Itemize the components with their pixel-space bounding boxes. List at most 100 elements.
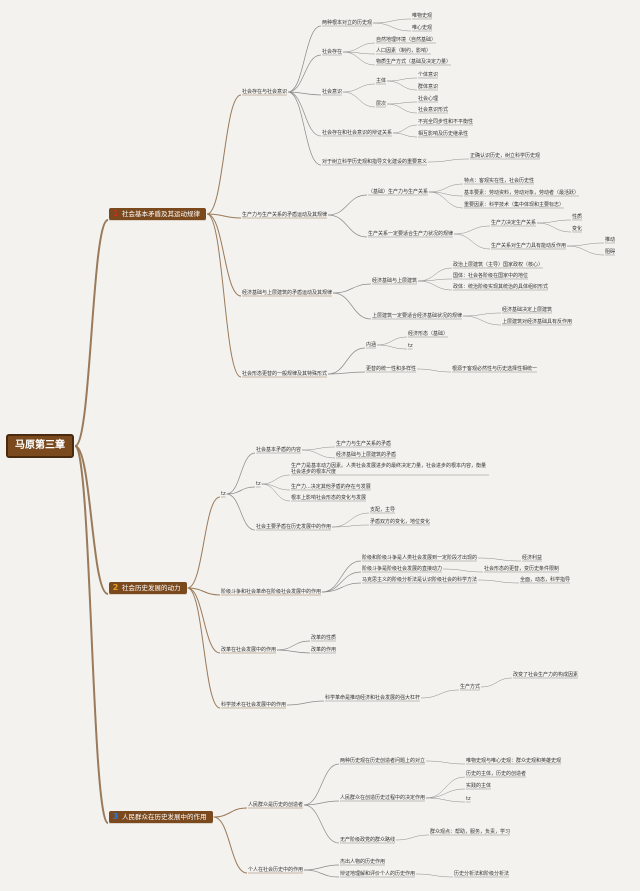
node-t1-b1b[interactable]: 基本要素：劳动资料，劳动对象，劳动者（最活跃） (464, 190, 580, 196)
node-t2-b1a[interactable]: 经济利益 (522, 555, 543, 561)
connector-node-t3-b-node-t3-b1 (304, 864, 340, 871)
connector-node-t2-a-node-t2-a2 (226, 486, 256, 495)
node-t1-c1a[interactable]: 政治上层建筑（主导）国家政权（核心） (453, 262, 544, 268)
connector-node-t1-b2-node-t1-b2b (454, 233, 491, 250)
node-t2-b2[interactable]: 阶级斗争是阶级社会发展的直接动力 (362, 566, 443, 572)
node-t1-c2b[interactable]: 上层建筑对经济基础具有反作用 (502, 319, 573, 325)
node-t2-c[interactable]: 改革在社会发展中的作用 (221, 647, 277, 653)
node-t1-c[interactable]: 经济基础与上层建筑的矛盾运动及其规律 (242, 290, 333, 296)
node-t1-d1b[interactable]: tz (408, 343, 413, 349)
node-t1-b2[interactable]: 生产关系一定要适合生产力状况的规律 (368, 231, 454, 237)
node-t2-a2b[interactable]: 生产力...决定其他矛盾的存在与发展 (291, 484, 371, 490)
node-t2-a2a[interactable]: 生产力是基本动力因素。人类社会发展进步的最终决定力量，社会进步的根本内容，衡量社… (291, 463, 487, 475)
connector-node-t3-a-node-t3-a2 (304, 800, 340, 806)
node-t1-a3[interactable]: 社会意识 (322, 89, 343, 95)
node-t3-a2a[interactable]: 历史的主体，历史的创造者 (466, 771, 527, 777)
node-t2-a3a[interactable]: 支配，主导 (370, 507, 396, 513)
node-t1-d2[interactable]: 更替的统一性和多样性 (366, 366, 417, 372)
node-t2-b2a[interactable]: 社会形态的更替，变历史条件限制 (484, 566, 560, 572)
node-t2-d[interactable]: 科学技术在社会发展中的作用 (221, 702, 287, 708)
node-t1-a3a[interactable]: 主体 (376, 78, 387, 84)
node-t3-b[interactable]: 个人在社会历史中的作用 (248, 867, 304, 873)
node-t2-a3[interactable]: 社会主要矛盾在历史发展中的作用 (256, 524, 332, 530)
node-t1-a5[interactable]: 对于树立科学历史观和指导文化建设的重要意义 (322, 159, 428, 165)
node-t1-b2a1[interactable]: 性质 (572, 214, 583, 220)
node-t3-a2c[interactable]: tz (466, 796, 471, 802)
node-t1-a1a[interactable]: 唯物史观 (412, 13, 433, 19)
node-t2-a1a[interactable]: 生产力与生产关系的矛盾 (336, 441, 392, 447)
node-t1-b1a[interactable]: 特点：客观实在性，社会历史性 (464, 178, 535, 184)
node-t1-a2b[interactable]: 人口因素（制约，影响） (376, 48, 432, 54)
node-t2-d1[interactable]: 科学革命是推动经济和社会发展的强大杠杆 (325, 695, 421, 701)
node-t3-b2[interactable]: 辩证地理解和评价个人的历史作用 (340, 871, 416, 877)
node-t2-d1a1[interactable]: 改变了社会生产力的构成因素 (513, 672, 579, 678)
node-t1-b2b2[interactable]: 阻碍 (605, 249, 616, 255)
node-t2-b[interactable]: 阶级斗争和社会革命在阶级社会发展中的作用 (221, 589, 322, 595)
node-t1-d[interactable]: 社会形态更替的一般规律及其特殊形式 (242, 371, 328, 377)
node-t3-a1[interactable]: 两种历史观在历史创造者问题上的对立 (340, 758, 426, 764)
node-t1-a1[interactable]: 两种根本对立的历史观 (322, 20, 373, 26)
node-t1-c1b[interactable]: 国体：社会各阶级在国家中的地位 (453, 273, 529, 279)
node-t1-a4b[interactable]: 相互影响及历史继承性 (418, 131, 469, 137)
node-t2-b1[interactable]: 阶级和阶级斗争是人类社会发展到一定阶段才出现的 (362, 555, 478, 561)
node-t3-a3[interactable]: 无产阶级政党的群众路线 (340, 837, 396, 843)
node-t1-c2[interactable]: 上层建筑一定要适合经济基础状况的规律 (372, 313, 463, 319)
node-t2-a2[interactable]: tz (256, 481, 261, 487)
node-t3-a2b[interactable]: 实践的主体 (466, 783, 492, 789)
node-t2-a1[interactable]: 社会基本矛盾的内容 (256, 447, 302, 453)
node-t1-c1[interactable]: 经济基础与上层建筑 (372, 278, 418, 284)
node-t2-c1[interactable]: 改革的性质 (311, 635, 337, 641)
node-t1-a3a1[interactable]: 个体意识 (418, 72, 439, 78)
node-t1-b[interactable]: 生产力与生产关系的矛盾运动及其规律 (242, 212, 328, 218)
node-t1-a2c[interactable]: 物质生产方式（基础及决定力量） (376, 59, 452, 65)
node-t2-a1b[interactable]: 经济基础与上层建筑的矛盾 (336, 452, 397, 458)
node-t1-b2b1[interactable]: 推动 (605, 237, 616, 243)
node-t3-a2[interactable]: 人民群众在创造历史过程中的决定作用 (340, 795, 426, 801)
connector-node-t1-a-node-t1-a3 (288, 91, 322, 96)
node-t1-a[interactable]: 社会存在与社会意识 (242, 89, 288, 95)
node-t1-d2a[interactable]: 根源于客观必然性与历史选择性相统一 (452, 366, 538, 372)
connector-node-t2-a3-node-t2-a3b (332, 524, 370, 528)
node-t3-b1[interactable]: 杰出人物的历史作用 (340, 859, 386, 865)
connector-topic-2-node-node-t2-d (187, 587, 221, 709)
node-t3-a1a[interactable]: 唯物史观与唯心史观：群众史观和英雄史观 (466, 758, 562, 764)
node-t1-a5a[interactable]: 正确认识历史，树立科学历史观 (470, 153, 541, 159)
node-t1-a3b[interactable]: 层次 (376, 101, 387, 107)
node-t1-a2a[interactable]: 自然地理环境（自然基础） (376, 37, 437, 43)
node-t1-b2b[interactable]: 生产关系对生产力具有能动反作用 (491, 243, 567, 249)
node-t2-a3b[interactable]: 矛盾双方的变化，地位变化 (370, 519, 431, 525)
node-t2-c2[interactable]: 改革的作用 (311, 647, 337, 653)
node-t3-b2a[interactable]: 历史分析法和阶级分析法 (454, 871, 510, 877)
connector-node-t2-b-node-t2-b3 (322, 582, 362, 593)
node-t1-a4[interactable]: 社会存在和社会意识的辩证关系 (322, 130, 393, 136)
node-t1-a3a2[interactable]: 群体意识 (418, 84, 439, 90)
node-t3-a3a[interactable]: 群众观点：帮助，服务，负责，学习 (430, 829, 511, 835)
node-t1-a3b2[interactable]: 社会意识形式 (418, 107, 449, 113)
node-t3-a[interactable]: 人民群众是历史的创造者 (248, 802, 304, 808)
node-t1-a3b1[interactable]: 社会心理 (418, 96, 439, 102)
root-node[interactable]: 马原第三章 (6, 434, 74, 458)
node-t1-b2a[interactable]: 生产力决定生产关系 (491, 220, 537, 226)
node-t1-c1c[interactable]: 政体：统治阶级实现其统治的具体组织形式 (453, 284, 549, 290)
node-t2-d1a[interactable]: 生产方式 (460, 684, 481, 690)
connector-node-t1-c1-node-t1-c1a (418, 267, 453, 282)
node-t1-a4a[interactable]: 不完全同步性和不平衡性 (418, 119, 474, 125)
connector-node-t1-c1-node-t1-c1b (418, 278, 453, 282)
connector-node-t1-b1-node-t1-b1c (429, 191, 464, 209)
node-t2-a[interactable]: tz (221, 491, 226, 497)
node-t1-a2[interactable]: 社会存在 (322, 49, 343, 55)
node-t2-b3[interactable]: 马克思主义的阶级分析法是认识阶级社会的科学方法 (362, 577, 478, 583)
node-t1-d1[interactable]: 内涵 (366, 342, 377, 348)
node-t1-b1c[interactable]: 重要因素：科学技术（集中体现和主要标志） (464, 202, 565, 208)
node-t1-c2a[interactable]: 经济基础决定上层建筑 (502, 307, 553, 313)
node-t2-a2c[interactable]: 根本上影响社会形态的变化与发展 (291, 495, 367, 501)
connector-node-t1-a1-node-t1-a1b (373, 22, 412, 32)
node-t2-b3a[interactable]: 全面，动态，科学指导 (520, 577, 571, 583)
node-t1-a1b[interactable]: 唯心史观 (412, 25, 433, 31)
node-t1-b2a2[interactable]: 变化 (572, 226, 583, 232)
node-t1-d1a[interactable]: 经济形态（基础） (408, 331, 449, 337)
node-t1-b1[interactable]: （基础）生产力与生产关系 (368, 189, 429, 195)
